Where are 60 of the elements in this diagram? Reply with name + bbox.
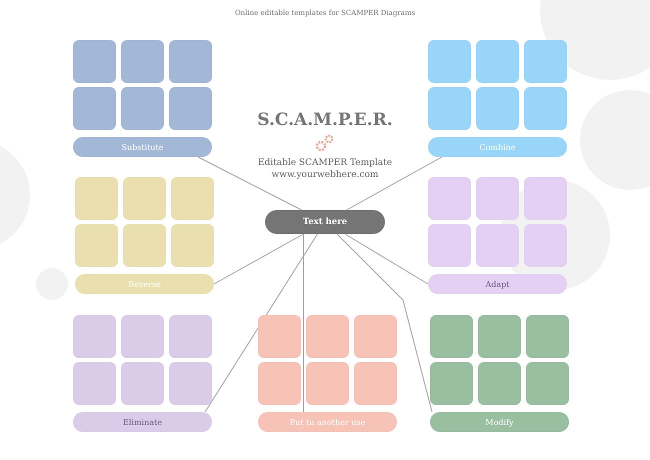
idea-box	[171, 224, 214, 267]
idea-box	[476, 177, 519, 220]
idea-box	[171, 177, 214, 220]
idea-box	[478, 315, 521, 358]
connector-line	[214, 234, 304, 284]
idea-box	[75, 177, 118, 220]
idea-box	[121, 315, 164, 358]
idea-box	[524, 87, 567, 130]
diagram-title: S.C.A.M.P.E.R.	[256, 110, 394, 130]
idea-box	[476, 224, 519, 267]
connector-line	[336, 234, 432, 412]
category-pill: Put tu another use	[258, 412, 397, 432]
central-topic-pill: Text here	[265, 210, 385, 234]
idea-box	[169, 87, 212, 130]
idea-box	[73, 362, 116, 405]
category-pill: Substitute	[73, 137, 212, 157]
idea-box	[73, 315, 116, 358]
idea-box	[73, 87, 116, 130]
subtitle: Editable SCAMPER Template	[256, 158, 394, 168]
idea-box	[430, 315, 473, 358]
idea-box	[428, 40, 471, 83]
idea-box	[476, 87, 519, 130]
idea-box	[524, 40, 567, 83]
idea-box	[121, 40, 164, 83]
idea-box	[306, 362, 349, 405]
connector-line	[346, 156, 442, 210]
idea-box	[169, 362, 212, 405]
category-pill: Reverse	[75, 274, 214, 294]
category-pill: Adapt	[428, 274, 567, 294]
idea-box	[169, 315, 212, 358]
category-pill: Combine	[428, 137, 567, 157]
idea-box	[258, 315, 301, 358]
idea-box	[73, 40, 116, 83]
category-pill: Eliminate	[73, 412, 212, 432]
connector-line	[204, 234, 318, 412]
idea-box	[430, 362, 473, 405]
idea-box	[354, 315, 397, 358]
idea-box	[428, 177, 471, 220]
web-address: www.yourwebhere.com	[270, 170, 380, 180]
connector-line	[344, 234, 428, 284]
idea-box	[169, 40, 212, 83]
idea-box	[121, 362, 164, 405]
idea-box	[306, 315, 349, 358]
idea-box	[354, 362, 397, 405]
idea-box	[478, 362, 521, 405]
connector-line	[198, 156, 302, 210]
idea-box	[526, 315, 569, 358]
category-pill: Modify	[430, 412, 569, 432]
idea-box	[526, 362, 569, 405]
idea-box	[524, 224, 567, 267]
idea-box	[476, 40, 519, 83]
idea-box	[75, 224, 118, 267]
idea-box	[524, 177, 567, 220]
idea-box	[123, 177, 166, 220]
idea-box	[428, 224, 471, 267]
idea-box	[258, 362, 301, 405]
connector-line	[303, 234, 304, 412]
idea-box	[121, 87, 164, 130]
idea-box	[123, 224, 166, 267]
idea-box	[428, 87, 471, 130]
